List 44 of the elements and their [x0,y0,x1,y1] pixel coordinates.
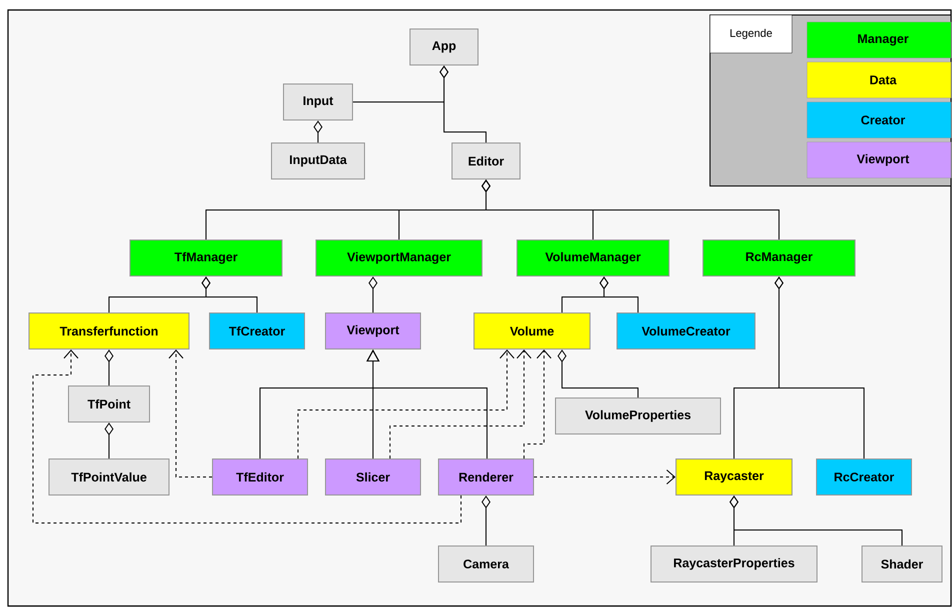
connector-arrow [390,350,532,459]
legend-label: Creator [861,116,906,124]
class-box: Input [283,84,353,120]
class-box: VolumeProperties [555,398,721,434]
class-box: TfCreator [209,312,305,350]
connector-arrow [482,180,780,240]
connector-arrow [600,276,638,313]
connector-arrow [524,350,552,459]
connector-arrow [368,276,378,313]
class-box: TfManager [130,240,282,276]
class-box: RcCreator [816,458,912,496]
class-box: RcManager [702,240,856,276]
class-box: Slicer [325,458,421,496]
connector-arrow [482,496,490,546]
class-box: RaycasterProperties [650,546,818,582]
connector-arrow [730,496,902,546]
class-box: VolumeCreator [616,312,756,350]
connector-arrow [32,350,462,524]
legend-label: Data [870,76,897,84]
connector-arrow [558,350,638,398]
class-box: TfPointValue [48,458,170,496]
class-box: Renderer [438,458,534,496]
class-box: App [410,28,478,66]
class-box: Volume [474,312,590,350]
legend-title: Legende [710,14,792,54]
connector-arrow [534,470,676,484]
class-box: TfPoint [68,386,150,422]
connector-arrow [774,276,864,459]
legend-label: Manager [858,34,908,46]
class-box: VolumeManager [516,240,670,276]
class-box: Raycaster [676,458,792,496]
class-box: Editor [452,142,520,180]
class-box: Shader [862,546,942,582]
class-box: TfEditor [212,458,308,496]
class-box: Transferfunction [28,312,190,350]
class-box: InputData [271,142,365,180]
class-box: Viewport [325,312,421,350]
class-box: Camera [438,546,534,582]
class-box: ViewportManager [316,240,482,276]
connector-arrow [168,350,212,478]
connector-arrow [202,276,258,313]
connector-arrow [440,66,486,143]
legend-label: Viewport [856,154,910,166]
connector-arrow [298,350,514,459]
